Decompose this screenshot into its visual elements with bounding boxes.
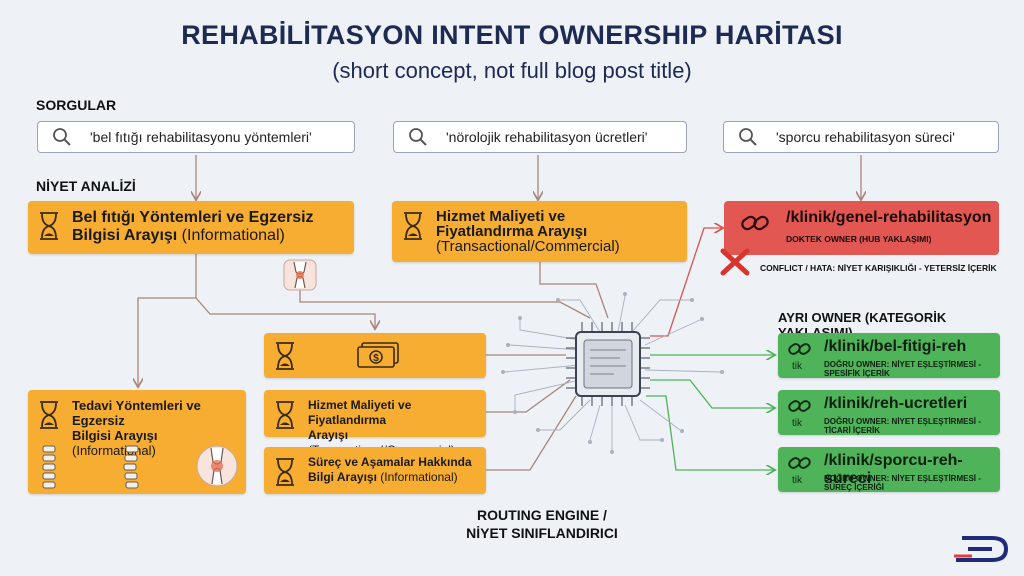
arrow-intent1-money bbox=[195, 297, 375, 328]
knee-joint-icon bbox=[283, 259, 317, 291]
owner-url-3: /klinik/sporcu-reh-sureci bbox=[824, 452, 963, 487]
spine-icon bbox=[42, 445, 56, 489]
query-text-1: 'bel fıtığı rehabilitasyonu yöntemleri' bbox=[90, 129, 312, 145]
hourglass-icon bbox=[40, 401, 58, 429]
sub-intent-2-title: Hizmet Maliyeti ve Fiyatlandırma bbox=[308, 398, 412, 427]
x-mark-icon bbox=[720, 248, 750, 276]
intent-1-title: Bel fıtığı Yöntemleri ve Egzersiz bbox=[72, 209, 314, 226]
routing-engine-label: ROUTING ENGINE / NİYET SINIFLANDIRICI bbox=[452, 506, 632, 542]
sub-intent-3-type: (Informational) bbox=[376, 470, 458, 484]
search-icon bbox=[53, 128, 71, 146]
query-text-2: 'nörolojik rehabilitasyon ücretleri' bbox=[446, 129, 648, 145]
query-search-bar-1[interactable]: 'bel fıtığı rehabilitasyonu yöntemleri' bbox=[37, 121, 355, 153]
link-icon bbox=[741, 215, 769, 231]
intent-1-type: (Informational) bbox=[177, 227, 285, 244]
hourglass-icon bbox=[40, 212, 58, 240]
hourglass-icon bbox=[276, 458, 294, 486]
conflict-label: CONFLICT / HATA: NİYET KARIŞIKLIĞI - YET… bbox=[760, 263, 997, 273]
circuit-dots bbox=[501, 292, 724, 454]
sub-intent-1-title-2: Bilgisi Arayışı bbox=[72, 428, 158, 443]
hourglass-icon bbox=[404, 212, 422, 240]
query-search-bar-3[interactable]: 'sporcu rehabilitasyon süreci' bbox=[723, 121, 999, 153]
link-icon bbox=[788, 400, 811, 412]
spine-icon bbox=[123, 445, 139, 489]
owner-desc-1: DOĞRU OWNER: NİYET EŞLEŞTİRMESİ - SPESİF… bbox=[824, 360, 981, 378]
page-subtitle: (short concept, not full blog post title… bbox=[332, 58, 692, 83]
sub-intent-2-title-2: Arayışı bbox=[308, 428, 349, 442]
owner-desc-3: DOĞRU OWNER: NİYET EŞLEŞTİRMESİ - SÜREÇ … bbox=[824, 474, 981, 492]
query-search-bar-2[interactable]: 'nörolojik rehabilitasyon ücretleri' bbox=[393, 121, 687, 153]
routing-line-2: NİYET SINIFLANDIRICI bbox=[466, 525, 618, 541]
line-cost-chip bbox=[486, 379, 571, 413]
owner-url-1: /klinik/bel-fitigi-reh bbox=[824, 338, 967, 355]
tik-label: tik bbox=[792, 418, 802, 429]
hourglass-icon bbox=[276, 342, 294, 370]
link-icon bbox=[788, 457, 811, 469]
intent-analysis-label: NİYET ANALİZİ bbox=[36, 178, 136, 194]
line-process-chip bbox=[486, 395, 577, 471]
hourglass-icon bbox=[276, 401, 294, 429]
arrow-intent1-branch bbox=[138, 254, 197, 386]
intent-2-title: Hizmet Maliyeti ve bbox=[436, 208, 566, 225]
sub-intent-3-title: Süreç ve Aşamalar Hakkında bbox=[308, 455, 472, 469]
hub-url: /klinik/genel-rehabilitasyon bbox=[786, 209, 992, 226]
arrow-intent2-chip bbox=[539, 262, 609, 319]
query-text-3: 'sporcu rehabilitasyon süreci' bbox=[776, 129, 955, 145]
queries-label: SORGULAR bbox=[36, 97, 117, 113]
intent-1-title-2: Bilgisi Arayışı bbox=[72, 227, 178, 244]
hub-owner-desc: DOKTEK OWNER (HUB YAKLAŞIMI) bbox=[786, 234, 932, 244]
owner-box-3: tik /klinik/sporcu-reh-sureci DOĞRU OWNE… bbox=[778, 447, 1000, 492]
arrow-chip-hub bbox=[650, 228, 722, 337]
brand-logo-icon bbox=[954, 536, 1009, 562]
page-title: REHABİLİTASYON INTENT OWNERSHIP HARİTASI bbox=[181, 20, 843, 50]
money-icon: $ bbox=[357, 342, 399, 368]
svg-text:$: $ bbox=[373, 353, 379, 364]
owner-url-2: /klinik/reh-ucretleri bbox=[824, 395, 968, 412]
knee-joint-icon bbox=[196, 445, 238, 487]
owner-box-2: tik /klinik/reh-ucretleri DOĞRU OWNER: N… bbox=[778, 390, 1000, 435]
hub-owner-box: /klinik/genel-rehabilitasyon DOKTEK OWNE… bbox=[724, 201, 999, 255]
owner-box-1: tik /klinik/bel-fitigi-reh DOĞRU OWNER: … bbox=[778, 333, 1000, 378]
tik-label: tik bbox=[792, 475, 802, 486]
owner-desc-2: DOĞRU OWNER: NİYET EŞLEŞTİRMESİ - TİCARİ… bbox=[824, 417, 981, 435]
money-box: $ bbox=[264, 333, 486, 378]
arrow-chip-owner3 bbox=[646, 395, 774, 470]
intent-2-type: (Transactional/Commercial) bbox=[436, 238, 620, 255]
link-icon bbox=[788, 343, 811, 355]
chip-icon bbox=[566, 322, 650, 406]
circuit-traces bbox=[504, 295, 721, 450]
search-icon bbox=[409, 128, 427, 146]
sub-intent-1-title: Tedavi Yöntemleri ve Egzersiz bbox=[72, 398, 201, 428]
routing-line-1: ROUTING ENGINE / bbox=[477, 507, 607, 523]
search-icon bbox=[739, 128, 757, 146]
sub-intent-3-title-2: Bilgi Arayışı bbox=[308, 470, 377, 484]
arrow-knee-chip bbox=[299, 290, 591, 319]
sub-intent-1-type: (Informational) bbox=[72, 443, 156, 458]
tik-label: tik bbox=[792, 361, 802, 372]
intent-2-title-2: Fiyatlandırma Arayışı bbox=[436, 223, 588, 240]
arrow-chip-owner2 bbox=[650, 379, 774, 408]
